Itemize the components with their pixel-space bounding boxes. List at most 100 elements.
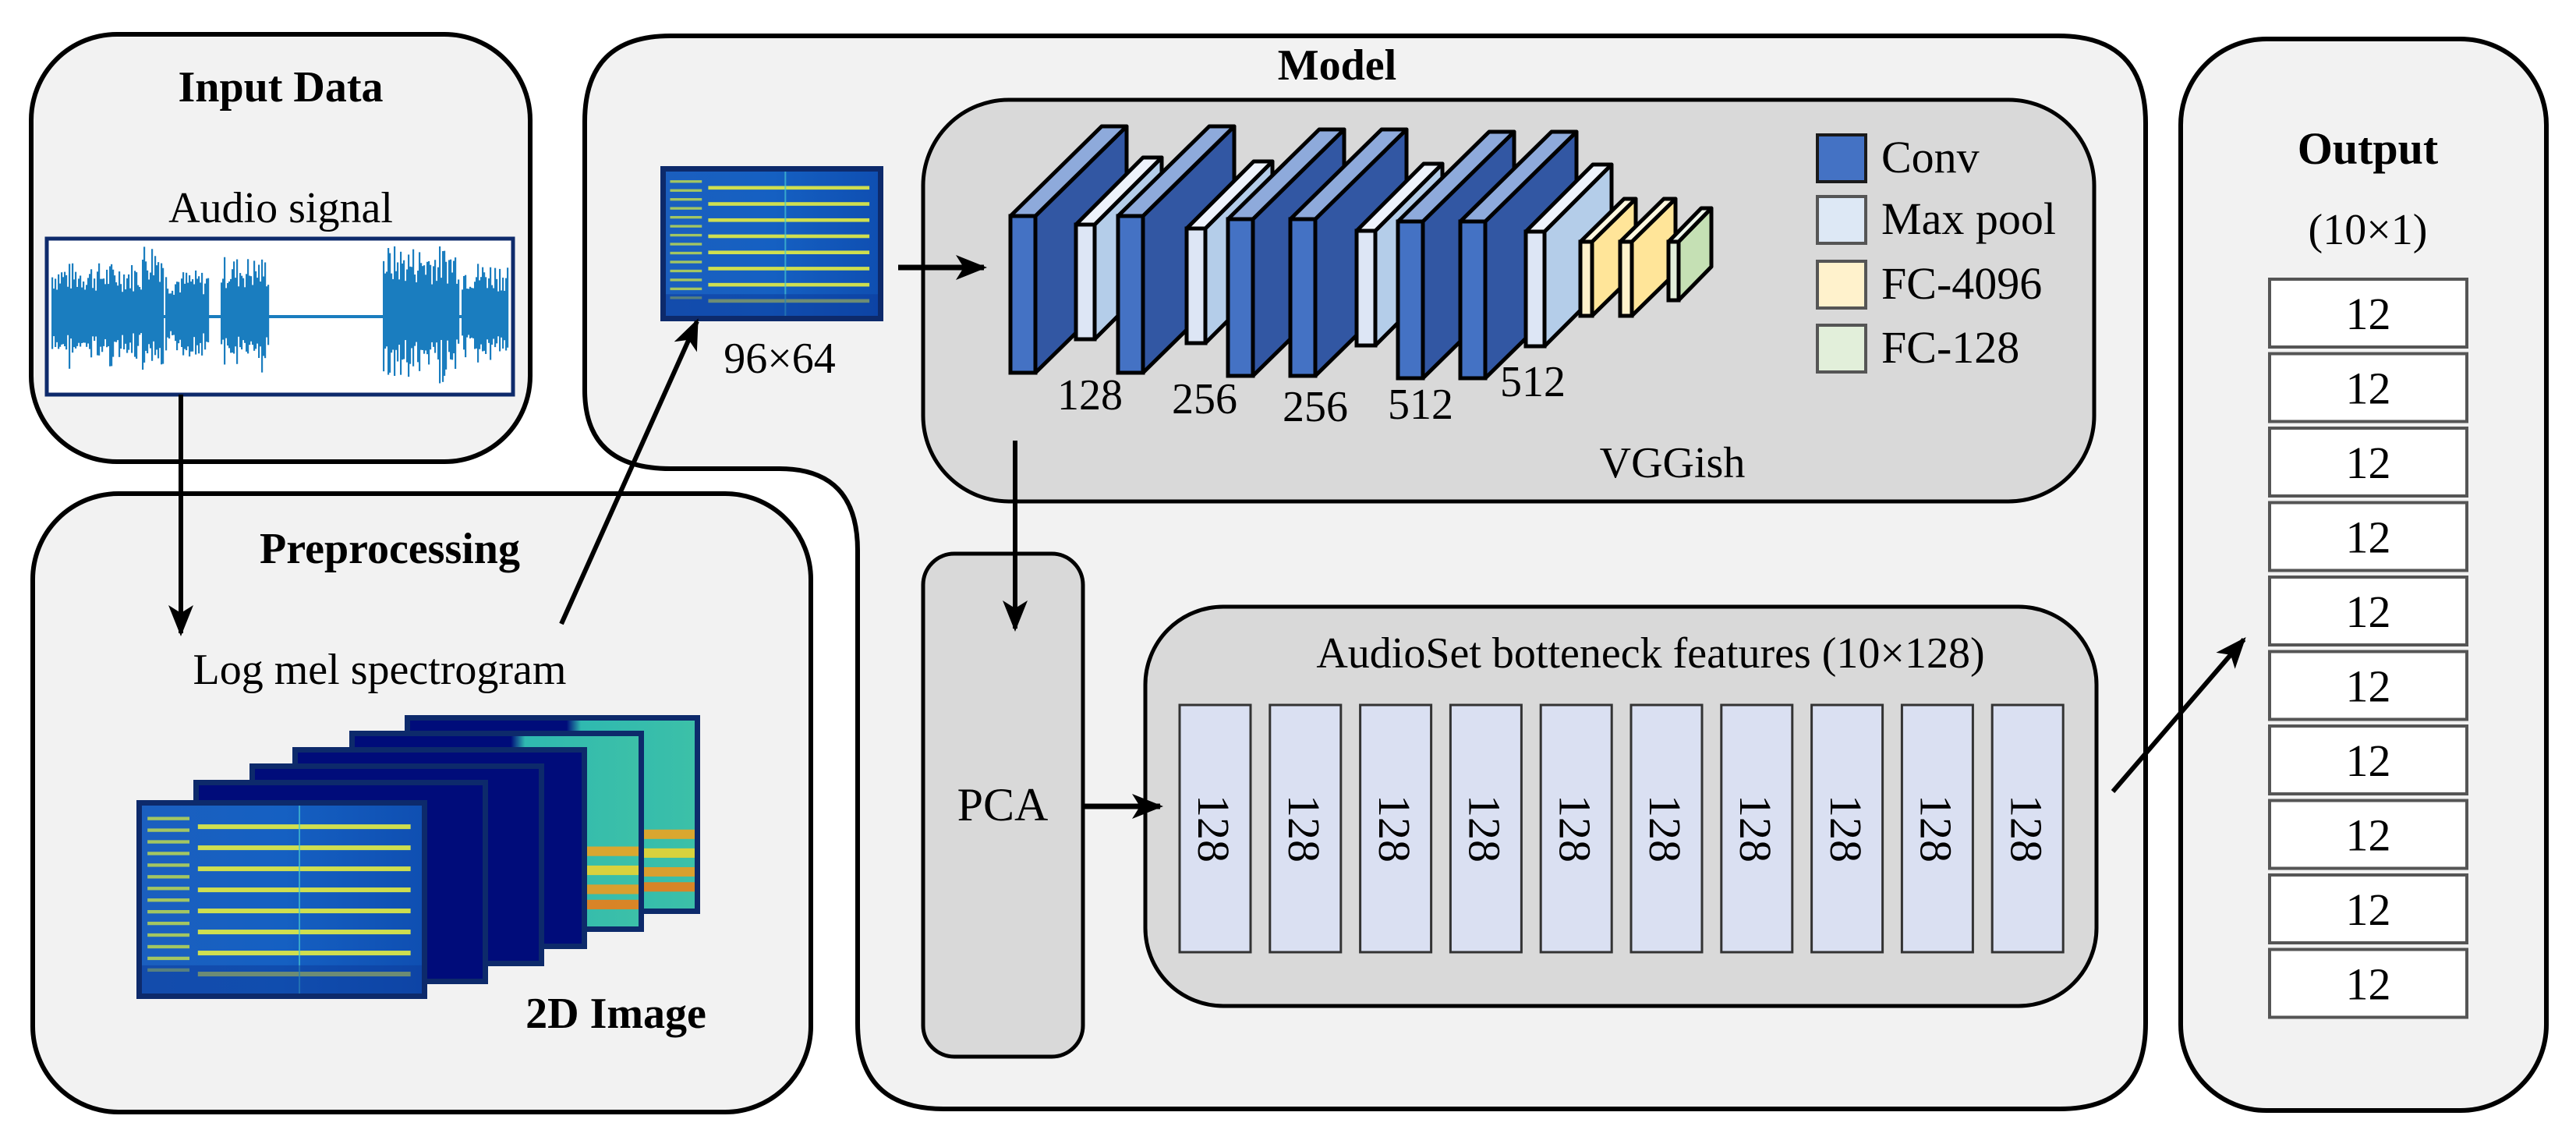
waveform-bar (120, 284, 122, 349)
max-pool-layer (1523, 162, 1614, 349)
waveform-bar (90, 269, 93, 358)
feature-cell-label: 128 (2001, 795, 2051, 862)
waveform-bar (65, 275, 68, 350)
audio-signal-label: Audio signal (168, 184, 393, 232)
feature-cell-label: 128 (1279, 795, 1329, 862)
waveform-bar (153, 275, 155, 342)
waveform-bar (157, 262, 160, 359)
waveform-bar (225, 288, 228, 338)
waveform-bar (469, 286, 472, 338)
feature-cell-box (1810, 703, 1884, 954)
waveform-bar (207, 278, 210, 342)
waveform-bar (175, 284, 177, 342)
legend-swatch (1816, 195, 1867, 245)
waveform-bar (123, 274, 126, 349)
spectrogram-band (147, 898, 190, 902)
feature-cell: 128 (1178, 703, 1252, 954)
channel-label: 512 (1500, 358, 1566, 406)
waveform-bar (196, 278, 199, 345)
waveform-bar (106, 269, 108, 348)
feature-cell: 128 (1900, 703, 1974, 954)
waveform-bar (206, 278, 208, 342)
waveform-bar (204, 283, 207, 350)
waveform-bar (485, 277, 487, 354)
waveform-bar (162, 267, 165, 364)
layer-front-face (1008, 214, 1038, 375)
waveform-bar (126, 278, 129, 353)
feature-cell-label: 128 (1188, 795, 1239, 862)
spectrogram-band (670, 215, 702, 219)
spectrogram-band (147, 863, 190, 867)
legend-item-pool: Max pool (1816, 193, 2056, 245)
waveform-bar (89, 274, 91, 349)
legend-item-fc128: FC-128 (1816, 322, 2019, 374)
output-cell: 12 (2268, 352, 2468, 423)
waveform-bar (167, 289, 169, 338)
legend-item-fc4096: FC-4096 (1816, 258, 2042, 310)
waveform-bar (416, 282, 418, 342)
waveform-bar (246, 274, 248, 352)
waveform-bar (95, 290, 97, 337)
layer-front-face (1523, 229, 1547, 349)
waveform-bar (72, 263, 74, 353)
legend-label: Conv (1881, 132, 1980, 182)
output-cell: 12 (2268, 278, 2468, 349)
waveform-bar (445, 261, 448, 370)
waveform-bar (474, 282, 476, 349)
waveform-bar (84, 289, 87, 343)
legend-item-conv: Conv (1816, 132, 1980, 183)
waveform-bar (392, 278, 395, 350)
feature-cell-label: 128 (1460, 795, 1510, 862)
waveform-bar (260, 282, 262, 347)
waveform-bar (479, 280, 481, 349)
output-value: 12 (2346, 661, 2391, 712)
waveform-bar (145, 261, 147, 351)
waveform-bar (383, 260, 385, 372)
spectrogram-band (670, 243, 702, 246)
waveform-bar (195, 270, 197, 355)
waveform-bar (442, 251, 444, 382)
waveform-bar (409, 266, 412, 364)
waveform-bar (80, 275, 82, 347)
waveform-bar (190, 282, 193, 352)
feature-cell-box (1269, 703, 1343, 954)
waveform-bar (165, 277, 168, 351)
legend-label: FC-4096 (1881, 258, 2042, 309)
waveform-bar (147, 270, 149, 354)
input-data-panel: Input Data Audio signal (29, 32, 533, 464)
waveform-bar (173, 295, 175, 335)
layer-front-face (1354, 228, 1378, 348)
output-cell: 12 (2268, 501, 2468, 572)
output-cell: 12 (2268, 873, 2468, 944)
waveform-bar (53, 289, 55, 337)
output-value: 12 (2346, 959, 2391, 1010)
waveform-bar (456, 283, 458, 340)
layer-front-face (1396, 219, 1425, 381)
spectrogram-band (708, 267, 870, 271)
spectrogram-band (147, 887, 190, 891)
waveform-bar (232, 269, 234, 353)
waveform-bar (241, 275, 243, 350)
waveform-bar (189, 275, 191, 357)
waveform-bar (104, 284, 107, 339)
waveform-bar (75, 271, 77, 349)
waveform-bar (56, 289, 58, 342)
spectrogram-stack (136, 715, 700, 999)
waveform-bar (499, 268, 501, 352)
spectrogram-band (147, 921, 190, 926)
waveform-bar (384, 273, 387, 349)
waveform-bar (59, 283, 62, 347)
waveform-bar (111, 264, 113, 367)
feature-cell-box (1720, 703, 1794, 954)
output-cell-box (2268, 873, 2468, 944)
spectrogram-band (197, 887, 411, 893)
waveform-bar (422, 266, 424, 350)
waveform-bar (192, 279, 194, 352)
waveform-bar (182, 272, 185, 356)
output-cell: 12 (2268, 576, 2468, 646)
arrow-spectrogram-to-model-input (559, 318, 699, 625)
waveform-bar (94, 278, 96, 342)
waveform-bar (125, 289, 127, 344)
waveform-bar (463, 275, 465, 350)
waveform-bar (477, 264, 479, 363)
